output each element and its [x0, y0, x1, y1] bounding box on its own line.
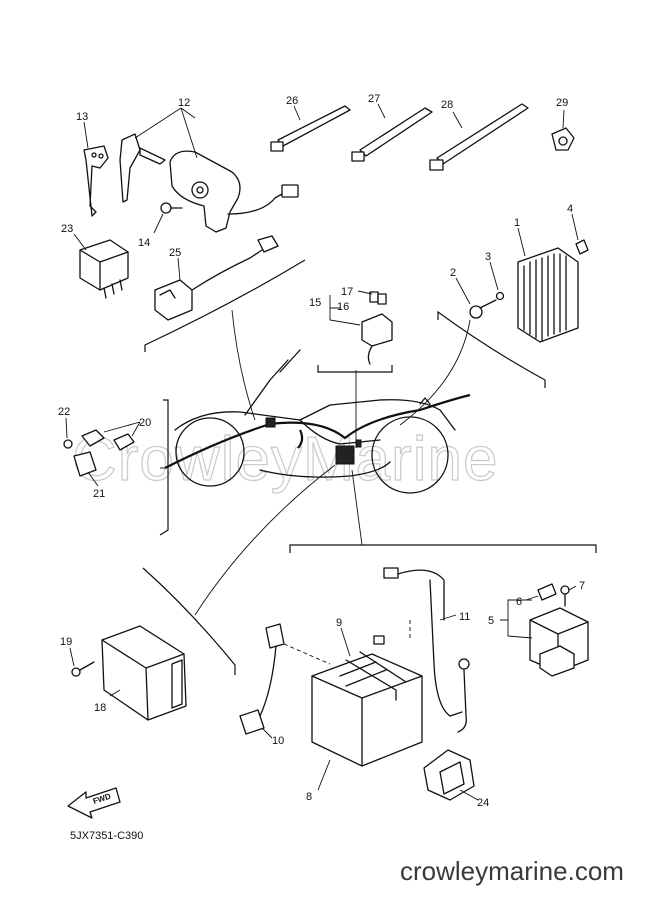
callout-19: 19	[60, 636, 72, 648]
cover-part-24	[423, 749, 479, 801]
callout-24: 24	[477, 797, 489, 809]
rectifier-regulator-part-1	[517, 227, 579, 343]
callout-23: 23	[61, 223, 73, 235]
fuse-part-6	[525, 583, 557, 601]
screw-part-7	[560, 585, 577, 607]
bolt-part-2	[455, 277, 497, 319]
watermark-text: CrowleyMarine	[72, 425, 498, 494]
callout-6: 6	[516, 596, 522, 608]
ignition-switch-part-12	[119, 107, 299, 233]
callout-21: 21	[93, 488, 105, 500]
callout-5: 5	[488, 615, 494, 627]
clamp-part-29	[551, 109, 575, 151]
battery-part-8	[311, 653, 423, 791]
callout-4: 4	[567, 203, 573, 215]
washer-part-3	[489, 261, 505, 301]
callout-13: 13	[76, 111, 88, 123]
callout-15: 15	[309, 297, 321, 309]
forward-arrow-icon: FWD	[67, 787, 121, 819]
callout-27: 27	[368, 93, 380, 105]
relay-part-23	[73, 233, 129, 299]
bracket-part-21	[73, 451, 99, 487]
callout-10: 10	[272, 735, 284, 747]
callout-7: 7	[579, 580, 585, 592]
battery-band-part-9	[340, 627, 407, 701]
clip-part-4	[571, 213, 589, 255]
cable-tie-part-27	[351, 103, 433, 162]
callout-20: 20	[139, 417, 151, 429]
callout-9: 9	[336, 617, 342, 629]
callout-28: 28	[441, 99, 453, 111]
key-part-13	[83, 121, 109, 217]
callout-25: 25	[169, 247, 181, 259]
callout-14: 14	[138, 237, 150, 249]
callout-18: 18	[94, 702, 106, 714]
group-brackets	[142, 259, 597, 675]
lead-part-25	[154, 235, 279, 321]
battery-lead-part-10	[239, 623, 331, 739]
callout-16: 16	[337, 301, 349, 313]
callout-17: 17	[341, 286, 353, 298]
callout-3: 3	[485, 251, 491, 263]
callout-8: 8	[306, 791, 312, 803]
ignitor-unit-part-18	[101, 625, 187, 721]
screw-part-19	[69, 647, 95, 677]
fuse-holder-part-15	[329, 290, 393, 365]
switch-part-20	[81, 421, 141, 451]
callout-2: 2	[450, 267, 456, 279]
battery-cable-part-11	[383, 567, 470, 733]
callout-11: 11	[459, 611, 470, 623]
screw-part-14	[153, 202, 183, 234]
callout-1: 1	[514, 217, 520, 229]
cable-tie-part-26	[270, 105, 351, 152]
cable-tie-part-28	[429, 103, 529, 171]
callout-26: 26	[286, 95, 298, 107]
group-leader-lines	[160, 309, 471, 616]
diagram-code: 5JX7351-C390	[70, 830, 143, 842]
callout-22: 22	[58, 406, 70, 418]
callout-29: 29	[556, 97, 568, 109]
callout-labels: 1 2 3 4 5 6 7 8 9 10 11 12 13 14 15 16 1…	[58, 93, 585, 809]
washer-part-22	[63, 417, 73, 449]
wire-harness	[164, 393, 471, 469]
callout-12: 12	[178, 97, 190, 109]
starter-relay-part-5	[500, 599, 589, 677]
footer-site-name: crowleymarine.com	[400, 856, 624, 886]
